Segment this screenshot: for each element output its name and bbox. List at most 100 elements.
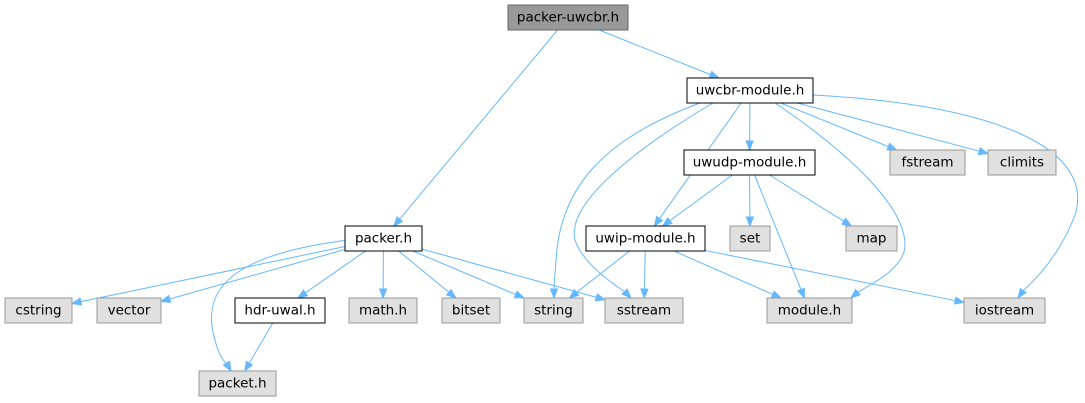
node-iostream-label: iostream <box>975 303 1034 319</box>
node-climits-box <box>987 149 1057 176</box>
edge-packer-to-vector <box>168 248 346 300</box>
node-set-label: set <box>740 231 761 247</box>
node-map[interactable]: map <box>845 225 898 252</box>
node-sstream-label: sstream <box>617 303 671 319</box>
node-vector-box <box>96 297 162 324</box>
node-uwcbr-module[interactable]: uwcbr-module.h <box>686 77 814 104</box>
node-string-box <box>523 297 584 324</box>
node-packer-uwcbr-label: packer-uwcbr.h <box>517 10 619 26</box>
edge-packer-to-string <box>412 250 517 296</box>
node-map-label: map <box>857 231 887 247</box>
node-math[interactable]: math.h <box>348 297 418 324</box>
node-string-label: string <box>534 303 573 319</box>
edge-packer-to-hdr-uwal <box>304 250 366 294</box>
node-bitset[interactable]: bitset <box>441 297 501 324</box>
node-sstream[interactable]: sstream <box>604 297 684 324</box>
node-math-label: math.h <box>359 303 407 319</box>
edge-hdr-uwal-to-packet <box>248 322 274 365</box>
node-math-box <box>348 297 418 324</box>
node-packet[interactable]: packet.h <box>198 370 277 397</box>
node-string[interactable]: string <box>523 297 584 324</box>
node-cstring-label: cstring <box>15 303 61 319</box>
node-uwip-module-label: uwip-module.h <box>595 231 695 247</box>
edge-packer-to-math-arrowhead <box>378 288 388 300</box>
node-uwcbr-module-box <box>686 77 814 104</box>
edge-uwudp-module-to-map-arrowhead <box>841 217 853 227</box>
node-packer-label: packer.h <box>355 231 412 247</box>
edge-packer-to-string-arrowhead <box>513 290 526 299</box>
node-hdr-uwal[interactable]: hdr-uwal.h <box>234 297 326 324</box>
edge-packer-to-bitset <box>398 250 450 294</box>
edge-packer-uwcbr-to-packer-arrowhead <box>393 215 404 228</box>
edge-packer-to-packet <box>211 239 349 365</box>
edge-packer-to-hdr-uwal-arrowhead <box>296 289 309 299</box>
node-packet-box <box>198 370 277 397</box>
edge-packer-to-bitset-arrowhead <box>445 288 457 299</box>
node-module-box <box>766 297 853 324</box>
node-hdr-uwal-label: hdr-uwal.h <box>244 303 315 319</box>
edge-uwip-module-to-module <box>673 250 774 296</box>
node-sstream-box <box>604 297 684 324</box>
node-uwudp-module-label: uwudp-module.h <box>693 155 807 171</box>
node-iostream[interactable]: iostream <box>963 297 1046 324</box>
node-uwip-module-box <box>585 225 706 252</box>
edge-packer-to-cstring <box>79 246 346 303</box>
node-packer-uwcbr[interactable]: packer-uwcbr.h <box>507 4 629 31</box>
edge-uwudp-module-to-module-arrowhead <box>796 287 805 300</box>
node-uwudp-module-box <box>683 149 816 176</box>
edge-packer-to-sstream-arrowhead <box>594 293 607 302</box>
edge-packer-to-sstream <box>421 248 598 299</box>
node-climits-label: climits <box>1000 155 1044 171</box>
edge-packer-uwcbr-to-uwcbr-module <box>598 29 712 76</box>
edge-uwip-module-to-sstream <box>643 250 646 291</box>
edge-uwip-module-to-string <box>575 250 630 294</box>
edge-uwcbr-module-to-sstream <box>573 102 714 293</box>
edge-uwip-module-to-sstream-arrowhead <box>640 288 649 300</box>
node-cstring-box <box>4 297 73 324</box>
node-module-label: module.h <box>778 303 841 319</box>
node-fstream[interactable]: fstream <box>889 149 966 176</box>
node-module[interactable]: module.h <box>766 297 853 324</box>
edge-uwudp-module-to-map <box>769 174 845 223</box>
node-fstream-box <box>889 149 966 176</box>
edge-uwcbr-module-to-module-arrowhead <box>849 288 861 299</box>
edge-uwcbr-module-to-string-arrowhead <box>549 288 559 300</box>
edge-uwcbr-module-to-iostream <box>812 94 1079 292</box>
node-climits[interactable]: climits <box>987 149 1057 176</box>
node-iostream-box <box>963 297 1046 324</box>
edge-uwip-module-to-iostream <box>704 249 957 302</box>
node-packet-label: packet.h <box>208 376 266 392</box>
node-cstring[interactable]: cstring <box>4 297 73 324</box>
node-bitset-label: bitset <box>452 303 490 319</box>
node-hdr-uwal-box <box>234 297 326 324</box>
edge-uwcbr-module-to-fstream-arrowhead <box>886 142 898 151</box>
node-set[interactable]: set <box>729 225 771 252</box>
edge-uwcbr-module-to-string <box>553 102 701 291</box>
edge-packer-to-vector-arrowhead <box>159 294 172 303</box>
edge-uwcbr-module-to-uwip-module-arrowhead <box>653 215 664 228</box>
edge-uwcbr-module-to-uwudp-module-arrowhead <box>745 140 754 152</box>
node-packer-uwcbr-box <box>507 4 629 31</box>
node-uwudp-module[interactable]: uwudp-module.h <box>683 149 816 176</box>
node-packer[interactable]: packer.h <box>344 225 423 252</box>
node-uwip-module[interactable]: uwip-module.h <box>585 225 706 252</box>
edge-uwcbr-module-to-sstream-arrowhead <box>621 288 632 299</box>
edge-uwudp-module-to-uwip-module <box>668 174 733 222</box>
edge-uwcbr-module-to-iostream-arrowhead <box>1017 287 1027 300</box>
node-set-box <box>729 225 771 252</box>
edge-packer-uwcbr-to-uwcbr-module-arrowhead <box>708 70 721 79</box>
edge-packer-to-packet-arrowhead <box>222 360 232 373</box>
edge-uwip-module-to-string-arrowhead <box>568 288 580 299</box>
node-vector[interactable]: vector <box>96 297 162 324</box>
edge-uwcbr-module-to-climits <box>797 102 981 152</box>
edge-uwip-module-to-module-arrowhead <box>770 290 783 299</box>
edge-uwip-module-to-iostream-arrowhead <box>953 296 966 305</box>
node-fstream-label: fstream <box>901 155 953 171</box>
node-vector-label: vector <box>108 303 151 319</box>
node-bitset-box <box>441 297 501 324</box>
edge-uwudp-module-to-module <box>754 174 802 291</box>
edge-hdr-uwal-to-packet-arrowhead <box>244 360 254 373</box>
edge-uwcbr-module-to-climits-arrowhead <box>977 146 990 156</box>
edge-packer-uwcbr-to-packer <box>398 29 558 221</box>
